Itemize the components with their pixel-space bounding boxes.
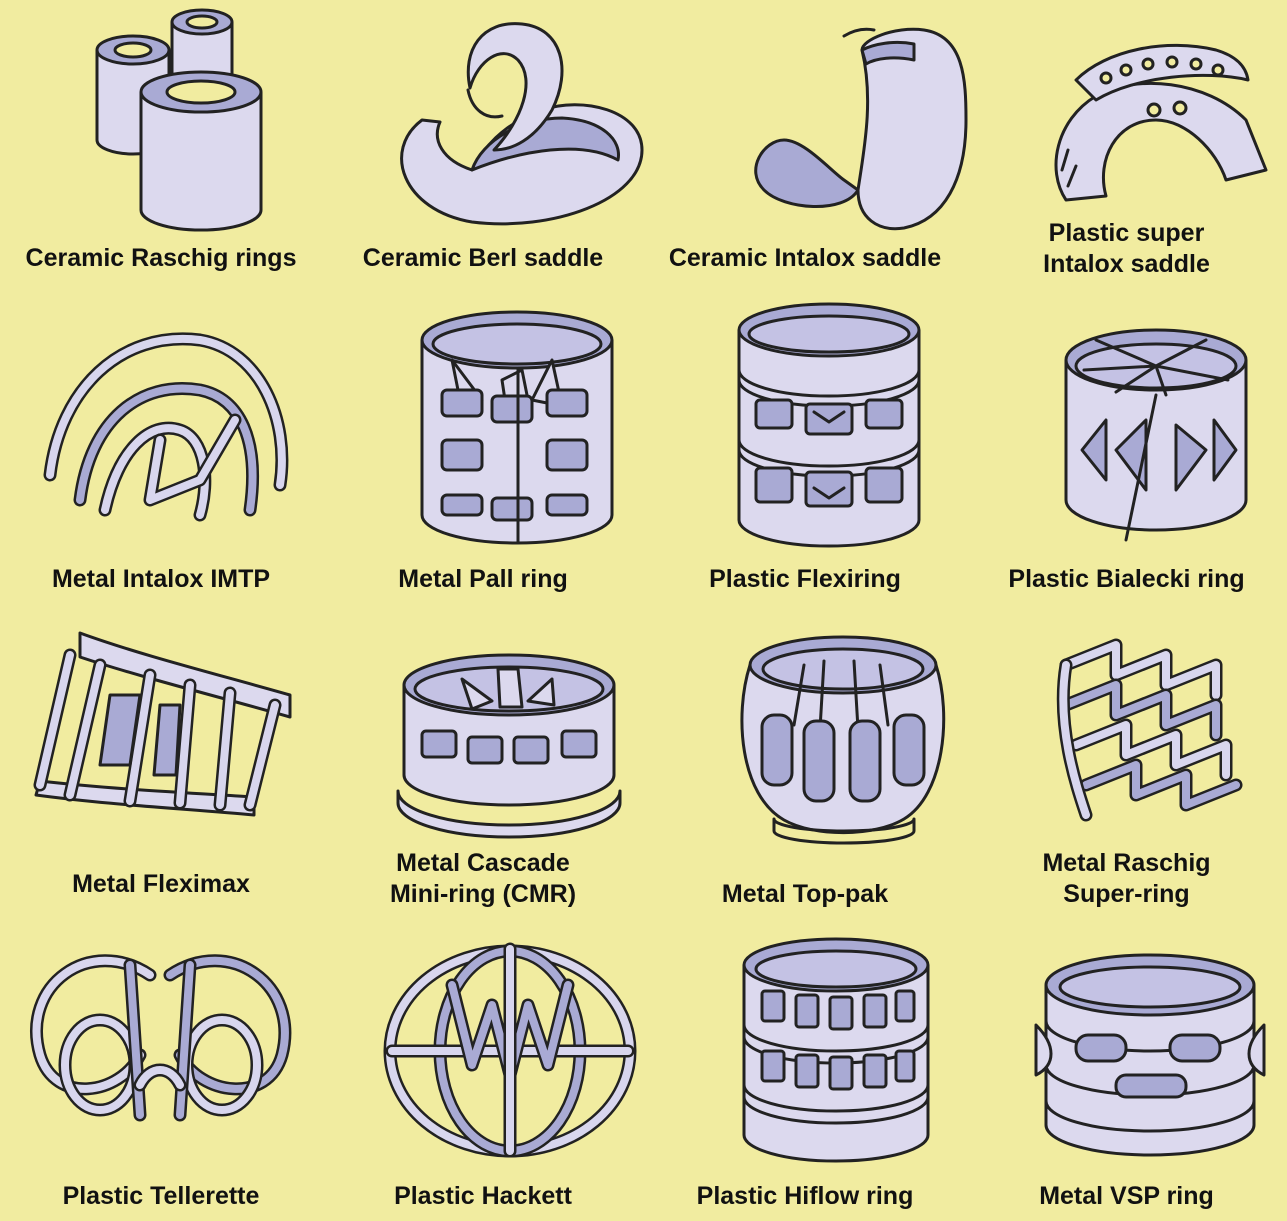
packing-vsp-ring: Metal VSP ring [966, 925, 1287, 1221]
packing-hiflow-ring: Plastic Hiflow ring [644, 925, 966, 1221]
packing-label: Metal VSP ring [966, 1181, 1287, 1212]
packing-label-line: Metal Fleximax [72, 870, 250, 898]
packing-bialecki-ring: Plastic Bialecki ring [966, 300, 1287, 605]
packing-label-line: Metal Raschig [1042, 849, 1211, 877]
packing-imtp: Metal Intalox IMTP [0, 300, 322, 605]
packing-label: Metal Fleximax [0, 869, 322, 900]
packing-label: Plastic Hackett [322, 1181, 644, 1212]
fleximax-icon [33, 631, 292, 817]
vsp-ring-icon [1034, 953, 1266, 1157]
cascade-mini-ring-icon [396, 653, 622, 839]
packing-label: Plastic Tellerette [0, 1181, 322, 1212]
packing-label-line: Metal Cascade [396, 849, 570, 877]
packing-label: Plastic Flexiring [644, 564, 966, 595]
hackett-icon [383, 942, 637, 1158]
packing-label-line: Plastic Hackett [394, 1182, 572, 1210]
packing-fleximax: Metal Fleximax [0, 605, 322, 925]
packing-intalox-saddle: Ceramic Intalox saddle [644, 0, 968, 300]
intalox-saddle-icon [754, 27, 968, 231]
packing-label-line: Ceramic Raschig rings [25, 244, 297, 272]
super-intalox-saddle-icon [1054, 43, 1268, 202]
packing-label-line: Super-ring [1063, 880, 1190, 908]
packing-label-line: Plastic super [1048, 219, 1205, 247]
hiflow-ring-icon [742, 937, 930, 1163]
packing-label: Plastic Bialecki ring [966, 564, 1287, 595]
bialecki-ring-icon [1064, 328, 1248, 542]
packing-pall-ring: Metal Pall ring [322, 300, 644, 605]
packing-label-line: Ceramic Berl saddle [362, 244, 604, 272]
berl-saddle-icon [400, 22, 644, 226]
packing-berl-saddle: Ceramic Berl saddle [322, 0, 644, 300]
packing-hackett: Plastic Hackett [322, 925, 644, 1221]
tellerette-icon [30, 954, 292, 1122]
packing-label-line: Ceramic Intalox saddle [668, 244, 942, 272]
packing-raschig-rings: Ceramic Raschig rings [0, 0, 322, 300]
packing-label-line: Plastic Tellerette [62, 1182, 260, 1210]
packing-label: Ceramic Berl saddle [322, 243, 644, 274]
packing-label-line: Plastic Flexiring [709, 565, 901, 593]
packing-label-line: Plastic Bialecki ring [1008, 565, 1245, 593]
packing-top-pak: Metal Top-pak [644, 605, 966, 925]
packing-label-line: Plastic Hiflow ring [696, 1182, 914, 1210]
packing-label-line: Mini-ring (CMR) [389, 880, 577, 908]
packing-label: Metal Top-pak [644, 879, 966, 910]
packing-label: Metal Intalox IMTP [0, 564, 322, 595]
packing-label: Ceramic Raschig rings [0, 243, 322, 274]
packing-flexiring: Plastic Flexiring [644, 300, 966, 605]
imtp-icon [43, 332, 289, 522]
packing-label: Plastic Hiflow ring [644, 1181, 966, 1212]
pall-ring-icon [420, 310, 614, 545]
packing-label: Ceramic Intalox saddle [644, 243, 966, 274]
flexiring-icon [737, 302, 921, 548]
packing-label: Metal Pall ring [322, 564, 644, 595]
packing-label-line: Metal Pall ring [398, 565, 568, 593]
packing-label-line: Metal Intalox IMTP [51, 565, 271, 593]
top-pak-icon [740, 635, 946, 845]
packing-label-line: Intalox saddle [1043, 250, 1210, 278]
packing-label-line: Metal VSP ring [1039, 1182, 1214, 1210]
raschig-super-ring-icon [1056, 638, 1243, 822]
raschig-rings-icon [95, 8, 263, 232]
packing-tellerette: Plastic Tellerette [0, 925, 322, 1221]
packing-label-line: Metal Top-pak [721, 880, 889, 908]
